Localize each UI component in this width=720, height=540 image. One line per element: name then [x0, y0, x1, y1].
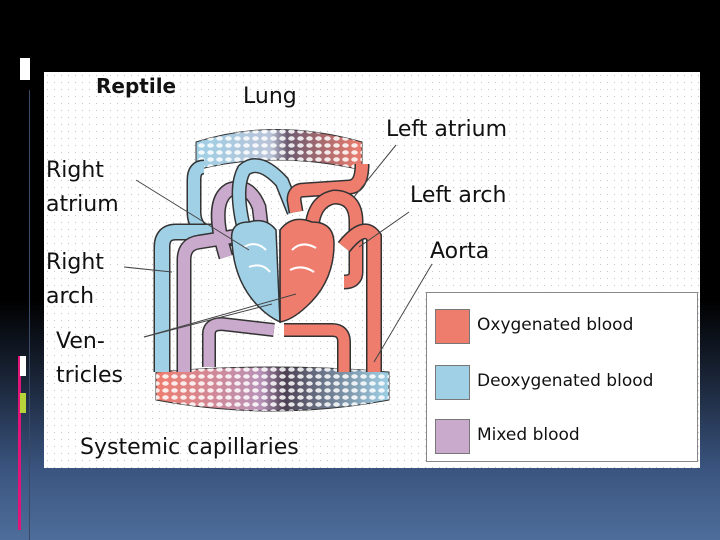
label-left-atrium: Left atrium	[386, 117, 508, 142]
label-right-atrium-line1: Right	[46, 158, 104, 183]
legend-label-deoxygenated: Deoxygenated blood	[477, 371, 654, 391]
label-leader-lines	[123, 144, 433, 363]
lung-capillary-bed	[195, 129, 363, 171]
label-ventricles-line2: tricles	[56, 363, 123, 388]
slide-accent-bar	[18, 356, 21, 530]
blood-type-legend: Oxygenated blood Deoxygenated blood Mixe…	[426, 292, 698, 462]
label-left-arch: Left arch	[410, 183, 507, 208]
legend-label-mixed: Mixed blood	[477, 425, 580, 445]
legend-swatch-mixed	[435, 419, 470, 454]
circulation-diagram	[123, 129, 433, 412]
diagram-title: Reptile	[96, 74, 177, 98]
legend-label-oxygenated: Oxygenated blood	[477, 315, 634, 335]
heart-right-side	[230, 219, 281, 324]
slide-accent-marker-white	[20, 356, 26, 376]
legend-item-oxygenated: Oxygenated blood	[427, 309, 697, 349]
label-right-atrium-line2: atrium	[46, 192, 119, 217]
systemic-arterial-loop	[284, 323, 351, 372]
reptile-circulation-figure: Reptile Lung Left atrium Right atrium Le…	[44, 72, 700, 468]
slide-divider-line	[29, 90, 30, 540]
label-right-arch-line2: arch	[46, 284, 95, 309]
legend-swatch-deoxygenated	[435, 365, 470, 400]
label-lung: Lung	[243, 84, 297, 109]
legend-item-mixed: Mixed blood	[427, 419, 697, 459]
legend-swatch-oxygenated	[435, 309, 470, 344]
heart	[230, 218, 335, 324]
label-aorta: Aorta	[430, 239, 490, 264]
slide-accent-marker-green	[20, 393, 26, 413]
label-right-arch-line1: Right	[46, 250, 104, 275]
systemic-capillary-bed	[155, 366, 390, 412]
label-systemic-capillaries: Systemic capillaries	[80, 435, 299, 460]
slide-accent-block	[20, 58, 30, 80]
legend-item-deoxygenated: Deoxygenated blood	[427, 365, 697, 405]
label-ventricles-line1: Ven-	[56, 329, 105, 354]
heart-left-side	[279, 218, 335, 323]
